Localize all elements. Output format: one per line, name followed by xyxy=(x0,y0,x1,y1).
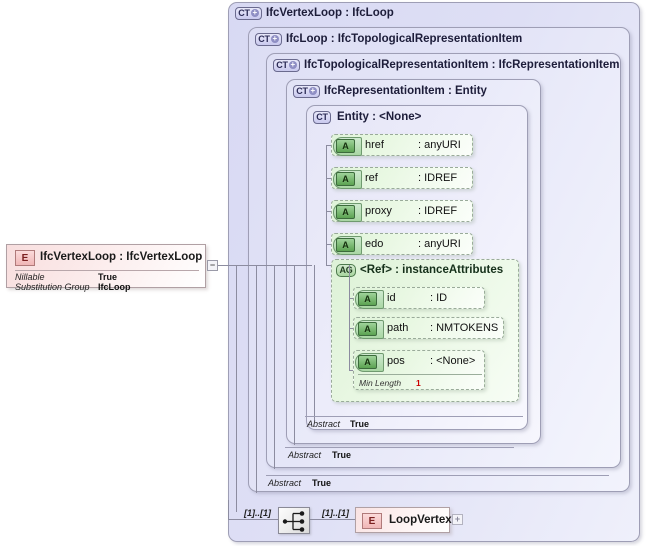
property-label-substitution-group: Substitution Group xyxy=(15,282,90,292)
attribute-icon: A xyxy=(336,171,355,186)
abstract-label: Abstract xyxy=(268,478,302,488)
facet-value-minlength: 1 xyxy=(416,378,421,388)
connector-line xyxy=(310,519,362,520)
abstract-separator xyxy=(305,416,523,417)
abstract-value: True xyxy=(350,419,370,429)
attribute-name: edo xyxy=(365,238,384,250)
attribute-proxy[interactable]: A proxy : IDREF xyxy=(331,200,473,222)
ct-badge-ifcvertexloop[interactable]: CT+ xyxy=(235,7,262,20)
attribute-name: href xyxy=(365,139,384,151)
attribute-ref[interactable]: A ref : IDREF xyxy=(331,167,473,189)
attribute-name: id xyxy=(387,292,396,304)
element-title: IfcVertexLoop : IfcVertexLoop xyxy=(40,251,203,263)
expand-plus-icon[interactable]: + xyxy=(270,34,279,43)
attribute-type: : <None> xyxy=(430,355,476,367)
element-ref-icon: E xyxy=(362,513,382,529)
expand-plus-icon[interactable]: + xyxy=(250,8,259,17)
attribute-type: : IDREF xyxy=(418,172,458,184)
abstract-value: True xyxy=(332,450,352,460)
attribute-icon: A xyxy=(358,291,377,306)
attribute-type: : NMTOKENS xyxy=(430,322,499,334)
attribute-type: : ID xyxy=(430,292,448,304)
element-icon: E xyxy=(15,250,35,266)
connector-line xyxy=(228,519,280,520)
attribute-edo[interactable]: A edo : anyURI xyxy=(331,233,473,255)
connector-line xyxy=(256,265,257,493)
attribute-icon: A xyxy=(358,354,377,369)
attribute-name: path xyxy=(387,322,409,334)
element-ref-label: LoopVertex xyxy=(389,514,452,526)
attribute-name: ref xyxy=(365,172,378,184)
abstract-separator xyxy=(285,447,514,448)
connector-line xyxy=(294,265,295,445)
ct-badge-ifctopologicalrepresentationitem[interactable]: CT+ xyxy=(273,59,300,72)
attribute-name: pos xyxy=(387,355,405,367)
attribute-name: proxy xyxy=(365,205,392,217)
property-value-nillable: True xyxy=(98,272,118,282)
attribute-icon: A xyxy=(358,321,377,336)
connector-line xyxy=(236,265,237,512)
facet-label-minlength: Min Length xyxy=(359,378,402,388)
expand-handle-loopvertex[interactable]: + xyxy=(452,514,463,525)
property-label-nillable: Nillable xyxy=(15,272,45,282)
sequence-left-cardinality: [1]..[1] xyxy=(244,508,271,518)
attribute-href[interactable]: A href : anyURI xyxy=(331,134,473,156)
abstract-label: Abstract xyxy=(307,419,341,429)
connector-line xyxy=(274,265,275,469)
ct-badge-ifcrepresentationitem[interactable]: CT+ xyxy=(293,85,320,98)
container-title-ifcvertexloop: IfcVertexLoop : IfcLoop xyxy=(266,7,394,19)
ag-badge-ref[interactable]: AG xyxy=(336,264,356,277)
collapse-handle-ifcvertexloop[interactable]: − xyxy=(207,260,218,271)
container-title-ifcloop: IfcLoop : IfcTopologicalRepresentationIt… xyxy=(286,33,523,45)
connector-line xyxy=(218,265,312,266)
abstract-separator xyxy=(266,475,609,476)
attribute-icon: A xyxy=(336,237,355,252)
attribute-id[interactable]: A id : ID xyxy=(353,287,485,309)
sequence-compositor-icon[interactable] xyxy=(278,507,310,534)
expand-plus-icon[interactable]: + xyxy=(288,60,297,69)
container-title-ifctopologicalrepresentationitem: IfcTopologicalRepresentationItem : IfcRe… xyxy=(304,59,620,71)
attribute-type: : IDREF xyxy=(418,205,458,217)
attribute-group-title: <Ref> : instanceAttributes xyxy=(360,264,504,276)
element-ref-loopvertex[interactable]: E LoopVertex xyxy=(355,507,452,533)
abstract-value: True xyxy=(312,478,332,488)
ct-badge-ifcloop[interactable]: CT+ xyxy=(255,33,282,46)
sequence-glyph xyxy=(282,511,305,532)
sequence-right-cardinality: [1]..[1] xyxy=(322,508,349,518)
container-title-entity: Entity : <None> xyxy=(337,111,422,123)
connector-spine xyxy=(326,145,327,265)
expand-plus-icon[interactable]: + xyxy=(308,86,317,95)
element-box-ifcvertexloop[interactable]: E IfcVertexLoop : IfcVertexLoop Nillable… xyxy=(6,244,206,292)
ct-badge-entity[interactable]: CT xyxy=(313,111,331,124)
connector-line xyxy=(228,500,229,520)
attribute-icon: A xyxy=(336,204,355,219)
abstract-label: Abstract xyxy=(288,450,322,460)
connector-spine xyxy=(349,265,350,370)
facet-separator xyxy=(358,374,482,375)
attribute-type: : anyURI xyxy=(418,238,461,250)
attribute-icon: A xyxy=(336,138,355,153)
attribute-type: : anyURI xyxy=(418,139,461,151)
attribute-pos[interactable]: A pos : <None> Min Length 1 xyxy=(353,350,485,390)
container-title-ifcrepresentationitem: IfcRepresentationItem : Entity xyxy=(324,85,487,97)
property-value-substitution-group: IfcLoop xyxy=(98,282,131,292)
connector-line xyxy=(314,265,315,421)
element-separator xyxy=(15,270,199,271)
attribute-path[interactable]: A path : NMTOKENS xyxy=(353,317,504,339)
